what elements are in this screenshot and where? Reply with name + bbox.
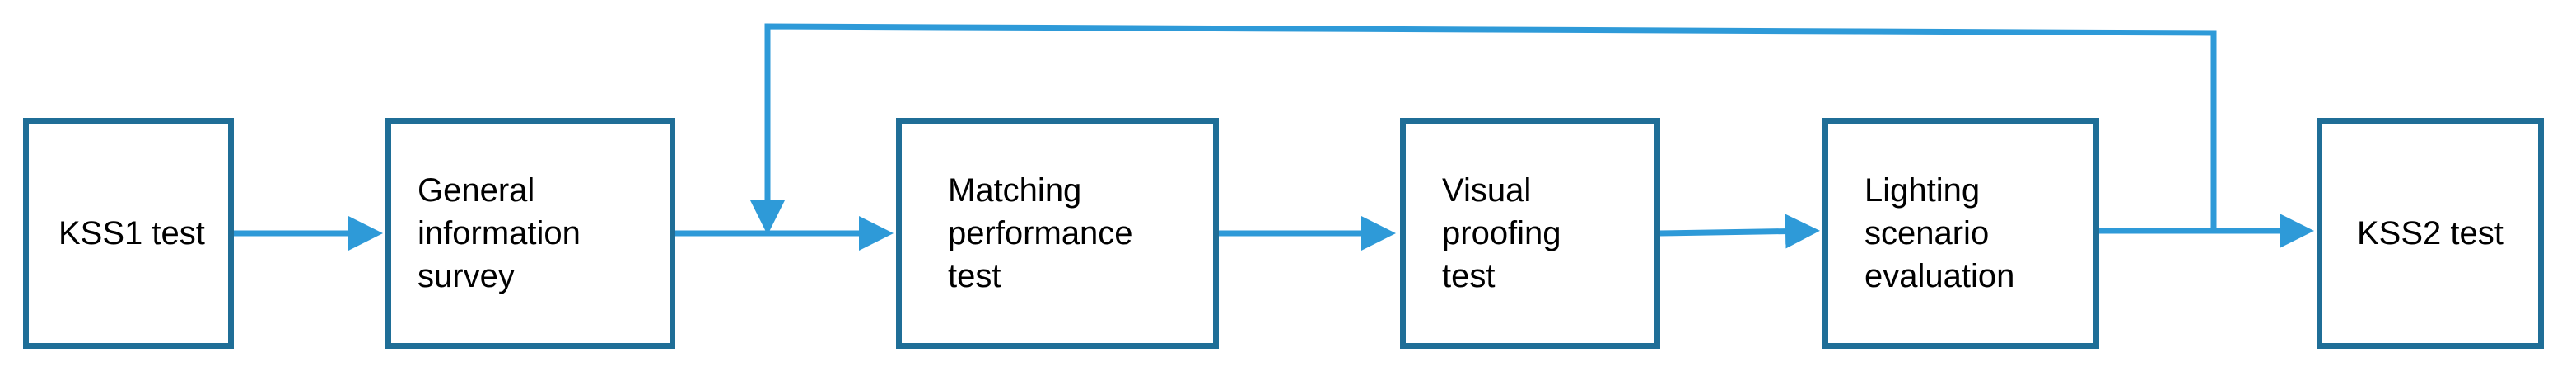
box-visual-proofing-test: Visual proofing test xyxy=(1400,118,1660,349)
box-kss1-test: KSS1 test xyxy=(23,118,234,349)
box-general-information-survey-label: General information survey xyxy=(418,172,581,294)
box-matching-performance-test: Matching performance test xyxy=(896,118,1219,349)
box-visual-proofing-test-label: Visual proofing test xyxy=(1442,172,1561,294)
box-kss2-test: KSS2 test xyxy=(2317,118,2544,349)
box-lighting-scenario-evaluation: Lighting scenario evaluation xyxy=(1822,118,2099,349)
arrow-visual-to-lighting xyxy=(1658,214,1820,249)
box-lighting-scenario-evaluation-label: Lighting scenario evaluation xyxy=(1864,172,2015,294)
box-general-information-survey: General information survey xyxy=(385,118,675,349)
box-kss1-test-label: KSS1 test xyxy=(58,215,205,251)
box-kss2-test-label: KSS2 test xyxy=(2357,215,2504,251)
box-matching-performance-test-label: Matching performance test xyxy=(948,172,1133,294)
feedback-loop-arrow xyxy=(750,23,2217,235)
